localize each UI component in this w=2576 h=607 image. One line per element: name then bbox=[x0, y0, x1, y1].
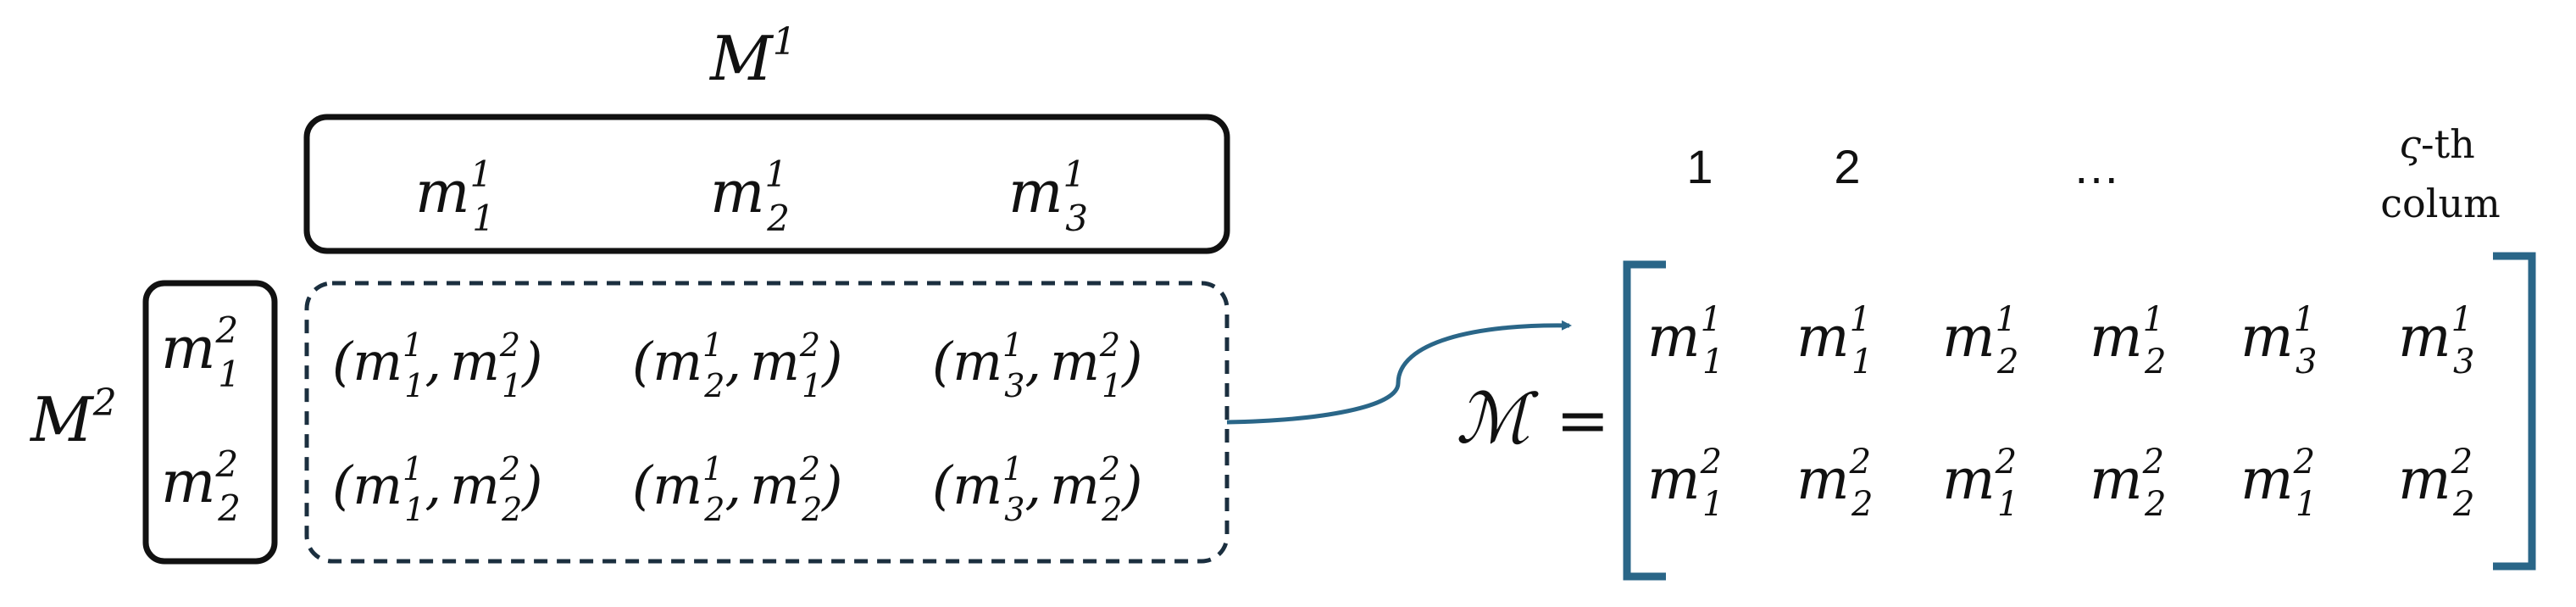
column-label-last-line2: colum bbox=[2380, 181, 2500, 226]
matrix-right-bracket bbox=[2493, 252, 2536, 571]
matrix-column-labels: 1 2 … ς-th colum bbox=[1686, 121, 2500, 226]
matrix-equals: = bbox=[1556, 382, 1610, 458]
column-label: 2 bbox=[1834, 140, 1860, 193]
column-label: … bbox=[2073, 140, 2120, 193]
set-m2-box bbox=[142, 280, 278, 565]
pairs-dashed-box bbox=[304, 281, 1230, 564]
column-label: 1 bbox=[1686, 140, 1713, 193]
set-m1-label: M1 bbox=[708, 20, 797, 94]
set-m2-label: M2 bbox=[29, 381, 117, 455]
column-label-last: ς-th bbox=[2399, 121, 2474, 167]
set-m1-box bbox=[303, 114, 1230, 254]
connector-arrow bbox=[1226, 320, 1572, 425]
matrix-name: ℳ bbox=[1456, 379, 1539, 459]
matrix-left-bracket bbox=[1623, 260, 1666, 581]
